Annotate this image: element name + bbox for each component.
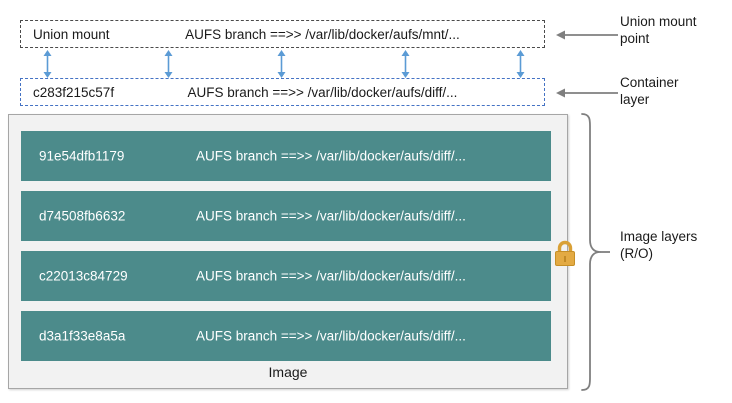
double-headed-arrow-icon bbox=[276, 50, 287, 78]
image-layer-box: d3a1f33e8a5a AUFS branch ==>> /var/lib/d… bbox=[21, 311, 551, 361]
container-layer-id: c283f215c57f bbox=[33, 84, 115, 100]
pointer-arrow-container-layer bbox=[556, 86, 618, 98]
double-headed-arrow-icon bbox=[400, 50, 411, 78]
annotation-container-layer: Container layer bbox=[620, 75, 679, 107]
image-layer-path: AUFS branch ==>> /var/lib/docker/aufs/di… bbox=[196, 208, 466, 224]
image-container: 91e54dfb1179 AUFS branch ==>> /var/lib/d… bbox=[8, 114, 568, 389]
union-mount-label: Union mount bbox=[33, 26, 110, 42]
double-headed-arrow-icon bbox=[163, 50, 174, 78]
annotation-image-layers: Image layers (R/O) bbox=[620, 229, 698, 261]
image-layer-path: AUFS branch ==>> /var/lib/docker/aufs/di… bbox=[196, 148, 466, 164]
double-headed-arrow-icon bbox=[42, 50, 53, 78]
image-layer-id: 91e54dfb1179 bbox=[39, 148, 125, 164]
image-layer-path: AUFS branch ==>> /var/lib/docker/aufs/di… bbox=[196, 328, 466, 344]
image-layer-box: c22013c84729 AUFS branch ==>> /var/lib/d… bbox=[21, 251, 551, 301]
image-layer-id: c22013c84729 bbox=[39, 268, 128, 284]
annotation-union-mount-point: Union mount point bbox=[620, 14, 697, 46]
container-layer-box: c283f215c57f AUFS branch ==>> /var/lib/d… bbox=[20, 78, 545, 106]
image-layer-id: d3a1f33e8a5a bbox=[39, 328, 126, 344]
image-caption: Image bbox=[268, 364, 308, 380]
image-layer-box: d74508fb6632 AUFS branch ==>> /var/lib/d… bbox=[21, 191, 551, 241]
pointer-arrow-union-mount bbox=[556, 28, 618, 40]
union-mount-box: Union mount AUFS branch ==>> /var/lib/do… bbox=[20, 20, 545, 48]
image-layer-path: AUFS branch ==>> /var/lib/docker/aufs/di… bbox=[196, 268, 466, 284]
container-layer-path: AUFS branch ==>> /var/lib/docker/aufs/di… bbox=[187, 84, 458, 100]
image-layer-id: d74508fb6632 bbox=[39, 208, 126, 224]
double-headed-arrow-icon bbox=[515, 50, 526, 78]
union-mount-path: AUFS branch ==>> /var/lib/docker/aufs/mn… bbox=[185, 26, 460, 42]
image-layer-box: 91e54dfb1179 AUFS branch ==>> /var/lib/d… bbox=[21, 131, 551, 181]
curly-brace-icon bbox=[578, 112, 610, 392]
lock-icon bbox=[552, 238, 578, 270]
